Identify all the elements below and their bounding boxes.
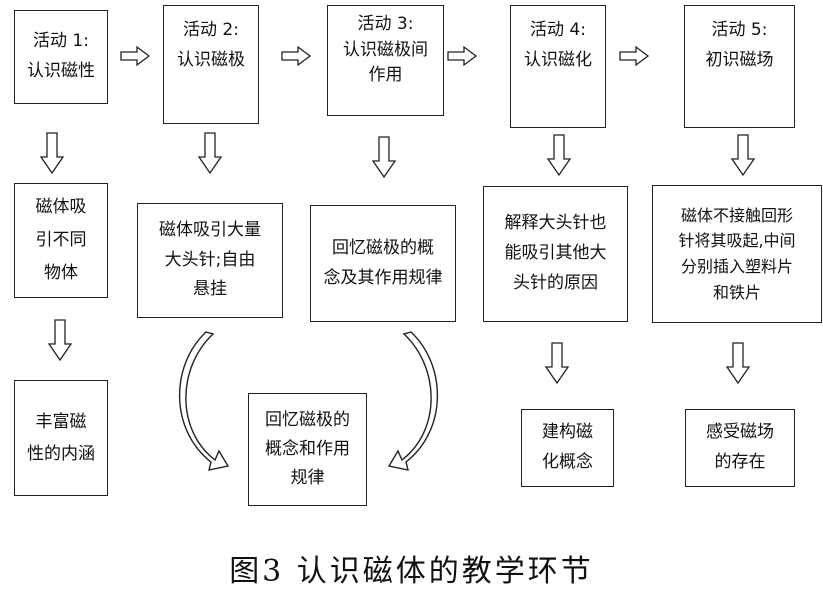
activity-4-box: 活动 4: 认识磁化 bbox=[510, 5, 606, 128]
activity-5-title: 活动 5: 初识磁场 bbox=[705, 20, 774, 70]
down-arrow-7 bbox=[545, 342, 569, 384]
step-3-text: 回忆磁极的概 念及其作用规律 bbox=[323, 237, 443, 288]
outcome-2-text: 回忆磁极的 概念和作用 规律 bbox=[265, 410, 350, 488]
step-4-box: 解释大头针也 能吸引其他大 头针的原因 bbox=[483, 186, 628, 322]
down-arrow-1 bbox=[40, 132, 64, 174]
activity-1-box: 活动 1: 认识磁性 bbox=[14, 10, 108, 104]
activity-5-box: 活动 5: 初识磁场 bbox=[684, 5, 795, 128]
outcome-3-box: 建构磁 化概念 bbox=[521, 409, 614, 487]
step-2-box: 磁体吸引大量 大头针;自由 悬挂 bbox=[137, 203, 283, 318]
activity-3-box: 活动 3: 认识磁极间 作用 bbox=[327, 5, 444, 116]
step-5-text: 磁体不接触回形 针将其吸起,中间 分别插入塑料片 和铁片 bbox=[678, 205, 796, 302]
step-5-box: 磁体不接触回形 针将其吸起,中间 分别插入塑料片 和铁片 bbox=[652, 185, 822, 323]
activity-1-title: 活动 1: 认识磁性 bbox=[27, 31, 95, 81]
activity-2-title: 活动 2: 认识磁极 bbox=[177, 20, 245, 70]
right-arrow-1 bbox=[120, 46, 150, 66]
outcome-4-box: 感受磁场 的存在 bbox=[685, 409, 795, 487]
step-1-text: 磁体吸 引不同 物体 bbox=[35, 196, 87, 284]
down-arrow-2 bbox=[198, 132, 222, 174]
down-arrow-5 bbox=[731, 134, 755, 176]
curved-arrow-right bbox=[387, 331, 439, 471]
step-1-box: 磁体吸 引不同 物体 bbox=[14, 183, 108, 298]
down-arrow-8 bbox=[726, 342, 750, 384]
outcome-3-text: 建构磁 化概念 bbox=[542, 422, 593, 472]
right-arrow-2 bbox=[281, 46, 311, 66]
figure-caption: 图3 认识磁体的教学环节 bbox=[229, 554, 594, 589]
activity-2-box: 活动 2: 认识磁极 bbox=[163, 5, 259, 124]
outcome-4-text: 感受磁场 的存在 bbox=[706, 422, 774, 472]
down-arrow-6 bbox=[48, 319, 72, 361]
step-3-box: 回忆磁极的概 念及其作用规律 bbox=[310, 205, 456, 322]
right-arrow-3 bbox=[447, 46, 477, 66]
outcome-1-box: 丰富磁 性的内涵 bbox=[14, 380, 108, 496]
curved-arrow-left bbox=[178, 331, 230, 471]
down-arrow-3 bbox=[372, 136, 396, 178]
step-4-text: 解释大头针也 能吸引其他大 头针的原因 bbox=[504, 213, 607, 293]
step-2-text: 磁体吸引大量 大头针;自由 悬挂 bbox=[159, 219, 261, 300]
activity-4-title: 活动 4: 认识磁化 bbox=[524, 20, 592, 70]
outcome-1-text: 丰富磁 性的内涵 bbox=[27, 411, 95, 464]
right-arrow-4 bbox=[619, 46, 649, 66]
down-arrow-4 bbox=[547, 134, 571, 176]
outcome-2-box: 回忆磁极的 概念和作用 规律 bbox=[248, 393, 367, 506]
activity-3-title: 活动 3: 认识磁极间 作用 bbox=[343, 14, 428, 85]
